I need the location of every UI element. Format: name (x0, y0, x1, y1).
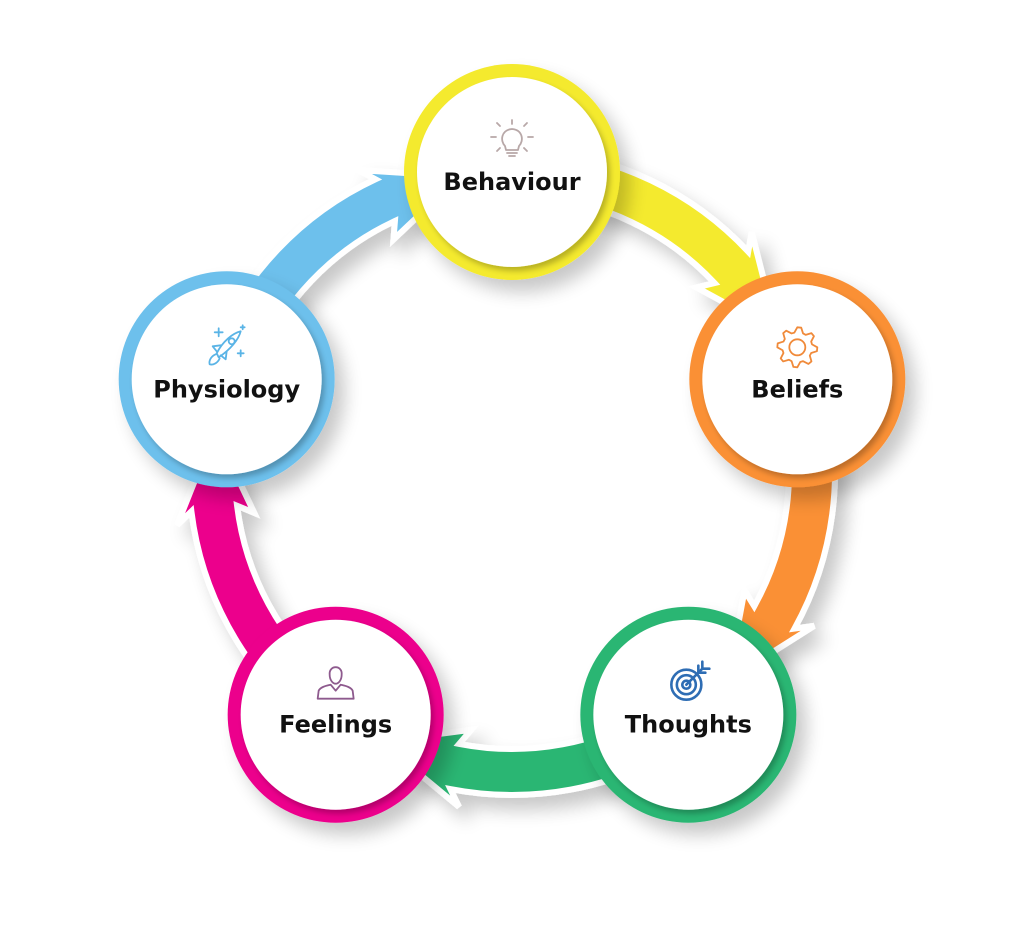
rocket-icon (208, 324, 246, 366)
node-face (702, 284, 893, 475)
lightbulb-icon (490, 119, 534, 157)
node-label: Behaviour (443, 168, 580, 196)
node-face (417, 77, 607, 267)
node-face (240, 619, 431, 810)
gear-icon (776, 326, 819, 369)
node-label: Beliefs (751, 375, 843, 403)
node-thoughts: Thoughts (580, 606, 797, 823)
target-icon (670, 660, 711, 702)
node-label: Feelings (279, 711, 392, 739)
node-label: Thoughts (625, 711, 752, 739)
node-face (593, 619, 784, 810)
node-feelings: Feelings (227, 606, 444, 823)
node-beliefs: Beliefs (689, 271, 906, 488)
person-icon (316, 666, 355, 700)
node-label: Physiology (153, 375, 300, 403)
node-face (131, 284, 322, 475)
node-behaviour: Behaviour (404, 64, 620, 280)
node-physiology: Physiology (118, 271, 335, 488)
